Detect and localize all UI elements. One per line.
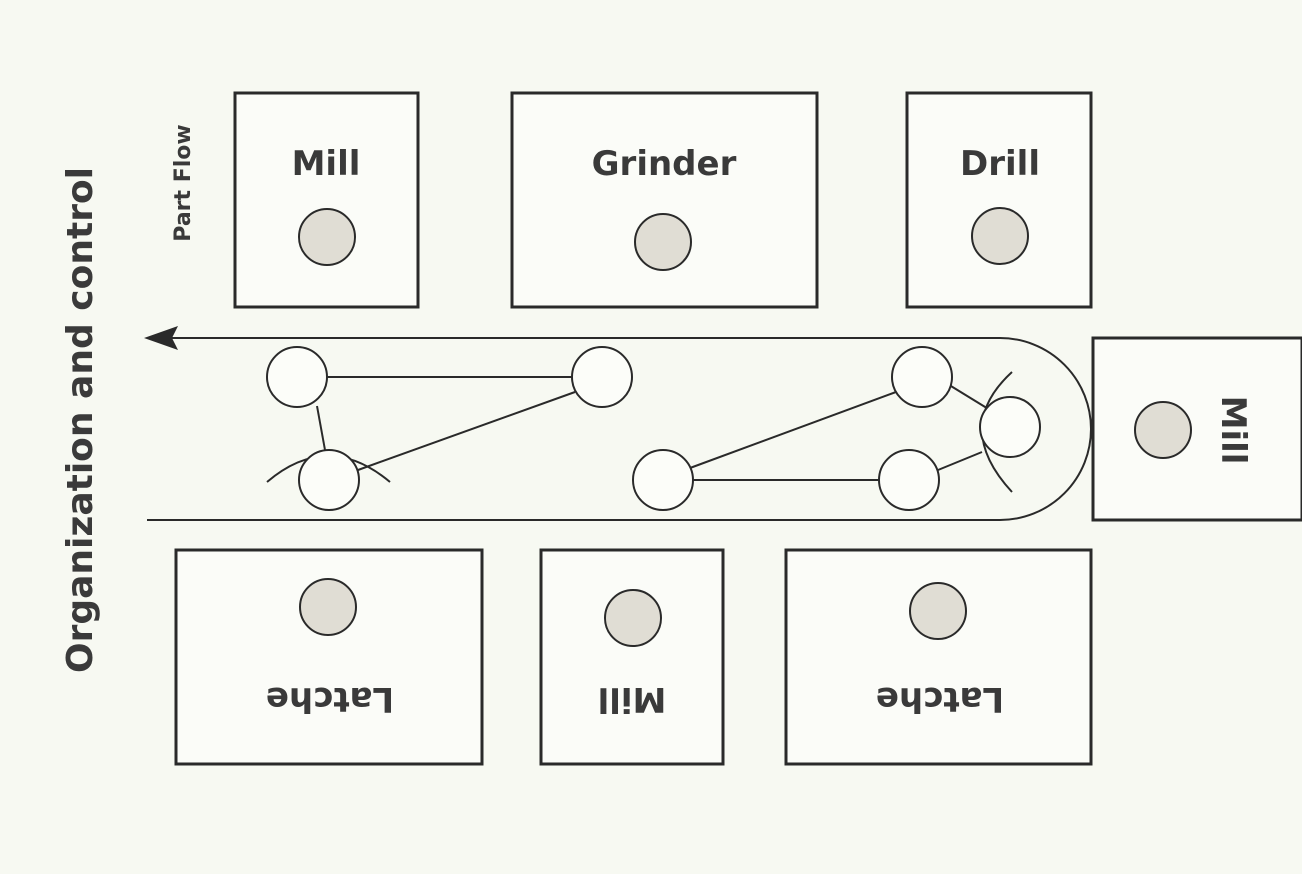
machine-label: Latche: [266, 679, 394, 719]
machine-label: Mill: [598, 679, 667, 719]
operator-circle: [634, 213, 692, 271]
worker-node: [298, 449, 360, 511]
side-title: Organization and control: [60, 167, 101, 673]
worker-node: [571, 346, 633, 408]
operator-circle: [298, 208, 356, 266]
worker-node: [891, 346, 953, 408]
machine-grinder: Grinder: [510, 91, 819, 309]
operator-circle: [909, 582, 967, 640]
operator-circle: [604, 589, 662, 647]
machine-label: Drill: [960, 144, 1040, 184]
worker-node: [878, 449, 940, 511]
worker-node: [266, 346, 328, 408]
machine-mill-right: Mill: [1091, 336, 1302, 522]
worker-node: [979, 396, 1041, 458]
operator-circle: [299, 578, 357, 636]
flow-arrowhead: [144, 326, 178, 350]
machine-drill: Drill: [905, 91, 1093, 309]
part-flow-channel: [147, 337, 1092, 521]
machine-mill-top-left: Mill: [233, 91, 420, 309]
worker-cluster-left: [266, 346, 633, 511]
machine-label: Latche: [876, 679, 1004, 719]
operator-circle: [1134, 401, 1192, 459]
machine-label: Mill: [292, 144, 361, 184]
machine-lathe-bottom-left: Latche: [174, 548, 484, 766]
machine-label: Grinder: [592, 144, 737, 184]
worker-cluster-right: [632, 346, 1041, 511]
machine-lathe-bottom-right: Latche: [784, 548, 1093, 766]
worker-node: [632, 449, 694, 511]
machine-label: Mill: [1213, 396, 1253, 465]
part-flow-label: Part Flow: [171, 124, 196, 241]
operator-circle: [971, 207, 1029, 265]
machine-mill-bottom: Mill: [539, 548, 725, 766]
